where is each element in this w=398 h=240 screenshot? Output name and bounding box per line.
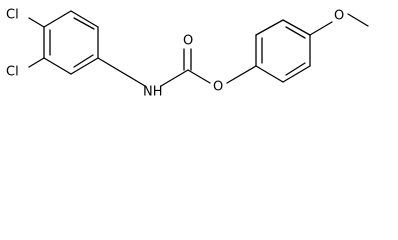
atom-n: NH	[143, 85, 163, 100]
atom-o-methoxy: O	[334, 9, 344, 24]
ring2-bond-5	[282, 65, 311, 83]
bond-ring-omethoxy	[309, 21, 333, 36]
ring1-inner-bond-1	[73, 17, 95, 30]
bond-ring-cl-top	[28, 17, 45, 28]
bond-ring-cl-bottom	[28, 57, 45, 68]
ring1-inner-bond-2	[73, 54, 94, 68]
bond-omethoxy-methyl	[347, 13, 369, 27]
methoxyphenyl-ring	[255, 19, 311, 83]
ring2-bond-6	[255, 65, 284, 83]
ring2-inner-bond-3	[285, 62, 306, 76]
atom-o-ester: O	[213, 80, 223, 95]
bond-carbonyl-oester	[187, 69, 211, 84]
ring1-bond-4	[43, 57, 72, 75]
ring1-bond-1	[70, 10, 99, 28]
atom-cl-top: Cl	[6, 8, 19, 23]
ring1-bond-6	[43, 10, 72, 28]
ring2-bond-2	[255, 19, 284, 36]
ring2-bond-3	[282, 19, 311, 36]
bond-oester-ring	[226, 65, 257, 84]
structure-diagram: Cl Cl NH O O O	[0, 0, 398, 108]
dichlorophenyl-ring	[43, 10, 99, 75]
ring1-bond-3	[70, 57, 99, 75]
molecule-svg: Cl Cl NH O O O	[6, 8, 369, 100]
atom-o-carbonyl: O	[183, 34, 193, 49]
bond-ring-n	[97, 57, 146, 87]
ring2-inner-bond-2	[285, 26, 306, 39]
bond-n-carbonyl	[160, 69, 189, 87]
atom-cl-bottom: Cl	[6, 65, 19, 80]
